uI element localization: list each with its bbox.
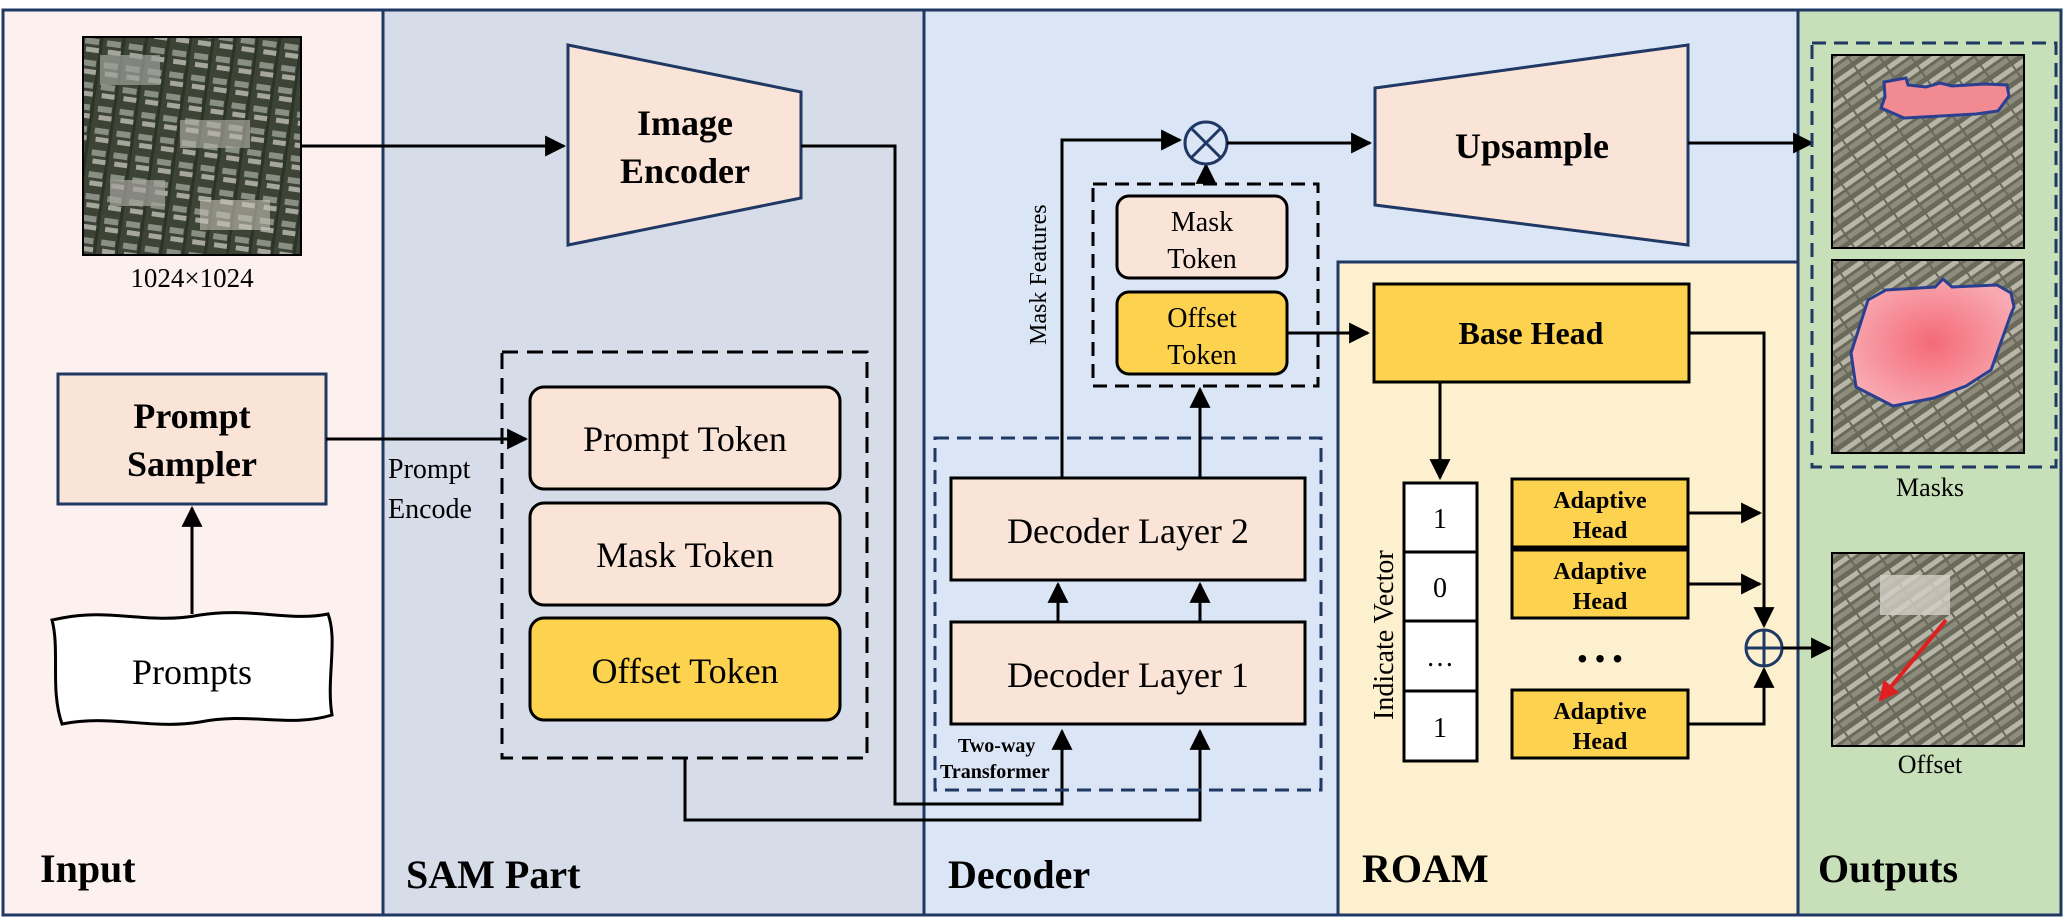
image-encoder-label-line1: Image [637, 103, 733, 143]
upsample-box [1373, 43, 1690, 247]
prompt-encode-label-line2: Encode [388, 494, 472, 525]
prompts-label: Prompts [132, 652, 252, 692]
section-title-sam: SAM Part [406, 852, 581, 897]
section-title-decoder: Decoder [948, 852, 1090, 897]
input-aerial-image [82, 36, 302, 256]
mask-image-2 [1831, 259, 2025, 454]
decoder-layer-2-label: Decoder Layer 2 [1007, 511, 1249, 551]
indicate-vector-label: Indicate Vector [1369, 550, 1400, 720]
masks-group [1810, 41, 2058, 469]
adaptive-head-box-1 [1510, 477, 1690, 549]
decoder-layer-1-label: Decoder Layer 1 [1007, 655, 1249, 695]
prompt-sampler-box [56, 372, 328, 506]
decoder-mask-token-line1: Mask [1171, 207, 1233, 238]
arrow-mask-features [1060, 129, 1183, 478]
mask-token-box [528, 501, 842, 607]
image-size-label: 1024×1024 [130, 263, 254, 293]
two-way-label-line1: Two-way [958, 735, 1035, 757]
section-title-outputs: Outputs [1818, 846, 1958, 891]
decoder-offset-token-line1: Offset [1167, 303, 1237, 334]
adaptive-head-2-line2: Head [1573, 589, 1628, 615]
adaptive-head-box-2 [1510, 548, 1690, 620]
offset-image [1831, 552, 2025, 747]
adaptive-head-2-line1: Adaptive [1553, 559, 1647, 585]
mask-token-label: Mask Token [596, 535, 774, 575]
decoder-mask-token-line2: Token [1167, 244, 1237, 275]
upsample-label: Upsample [1455, 126, 1609, 166]
prompt-token-box [528, 385, 842, 491]
prompt-encode-label-line1: Prompt [388, 454, 471, 485]
indicate-vector [1402, 481, 1479, 763]
prompt-token-label: Prompt Token [583, 419, 787, 459]
prompt-sampler-label-line2: Sampler [127, 444, 257, 484]
section-title-input: Input [40, 846, 136, 891]
adaptive-head-3-line2: Head [1573, 729, 1628, 755]
arrow-adaptive-3-to-sum [1688, 666, 1775, 726]
indicate-vector-cell-3: 1 [1433, 713, 1447, 744]
adaptive-head-1-line1: Adaptive [1553, 488, 1647, 514]
mask-image-1 [1831, 54, 2025, 249]
masks-label: Masks [1896, 473, 1964, 502]
decoder-layer-2-box [949, 476, 1307, 582]
prompt-sampler-label-line1: Prompt [133, 396, 250, 436]
sum-operator [1744, 628, 1784, 668]
two-way-label-line2: Transformer [940, 761, 1050, 783]
offset-token-box [528, 616, 842, 722]
section-title-roam: ROAM [1362, 846, 1489, 891]
decoder-layer-1-box [949, 620, 1307, 726]
prompts-box [50, 611, 334, 726]
offset-token-label: Offset Token [591, 651, 778, 691]
base-head-box [1372, 282, 1691, 384]
mask-features-label: Mask Features [1026, 204, 1052, 345]
image-encoder-box [566, 43, 803, 247]
adaptive-head-1-line2: Head [1573, 518, 1628, 544]
adaptive-head-box-3 [1510, 688, 1690, 760]
base-head-label: Base Head [1459, 315, 1604, 351]
two-way-transformer-group [933, 436, 1323, 792]
indicate-vector-cell-0: 1 [1433, 504, 1447, 535]
adaptive-head-ellipsis: • • • [1578, 643, 1623, 674]
arrow-encoder-to-decoder [801, 144, 1073, 806]
arrow-base-head-to-sum [1689, 331, 1775, 629]
image-encoder-label-line2: Encoder [620, 151, 750, 191]
indicate-vector-cell-2: … [1426, 642, 1454, 673]
decoder-mask-token-box [1115, 194, 1289, 280]
adaptive-head-3-line1: Adaptive [1553, 699, 1647, 725]
arrow-tokens-to-decoder [683, 728, 1211, 822]
indicate-vector-cell-1: 0 [1433, 573, 1447, 604]
decoder-offset-token-line2: Token [1167, 340, 1237, 371]
offset-label: Offset [1898, 750, 1963, 779]
